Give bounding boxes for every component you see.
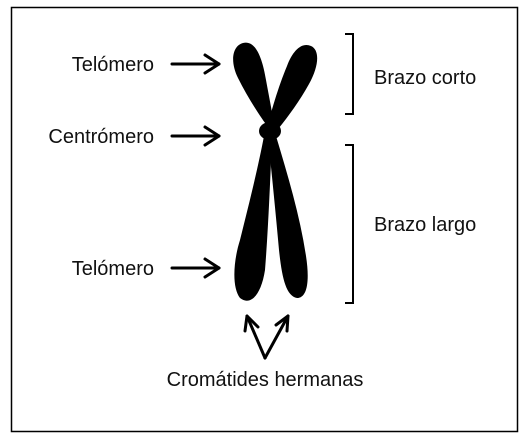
label-telomere-top: Telómero xyxy=(72,54,154,76)
bracket-short-arm xyxy=(345,33,354,115)
brackets xyxy=(345,33,354,304)
arrows-sister-chromatids-icon xyxy=(243,314,290,360)
pointer-arrows xyxy=(170,53,290,360)
chromatid-upper-right xyxy=(266,44,318,134)
chromosome xyxy=(233,42,318,301)
chromatid-lower-right xyxy=(268,136,308,298)
arrow-centromere-icon xyxy=(170,125,221,147)
arrow-telomere-bottom-icon xyxy=(170,257,221,279)
arrow-telomere-top-icon xyxy=(170,53,221,75)
label-long-arm: Brazo largo xyxy=(374,214,476,236)
label-short-arm: Brazo corto xyxy=(374,67,476,89)
label-telomere-bottom: Telómero xyxy=(72,258,154,280)
chromatid-upper-left xyxy=(233,42,274,132)
chromatid-lower-left xyxy=(234,136,272,301)
centromere xyxy=(259,122,281,140)
label-sister-chromatids: Cromátides hermanas xyxy=(167,369,364,391)
label-centromere: Centrómero xyxy=(48,126,154,148)
bracket-long-arm xyxy=(345,144,354,304)
